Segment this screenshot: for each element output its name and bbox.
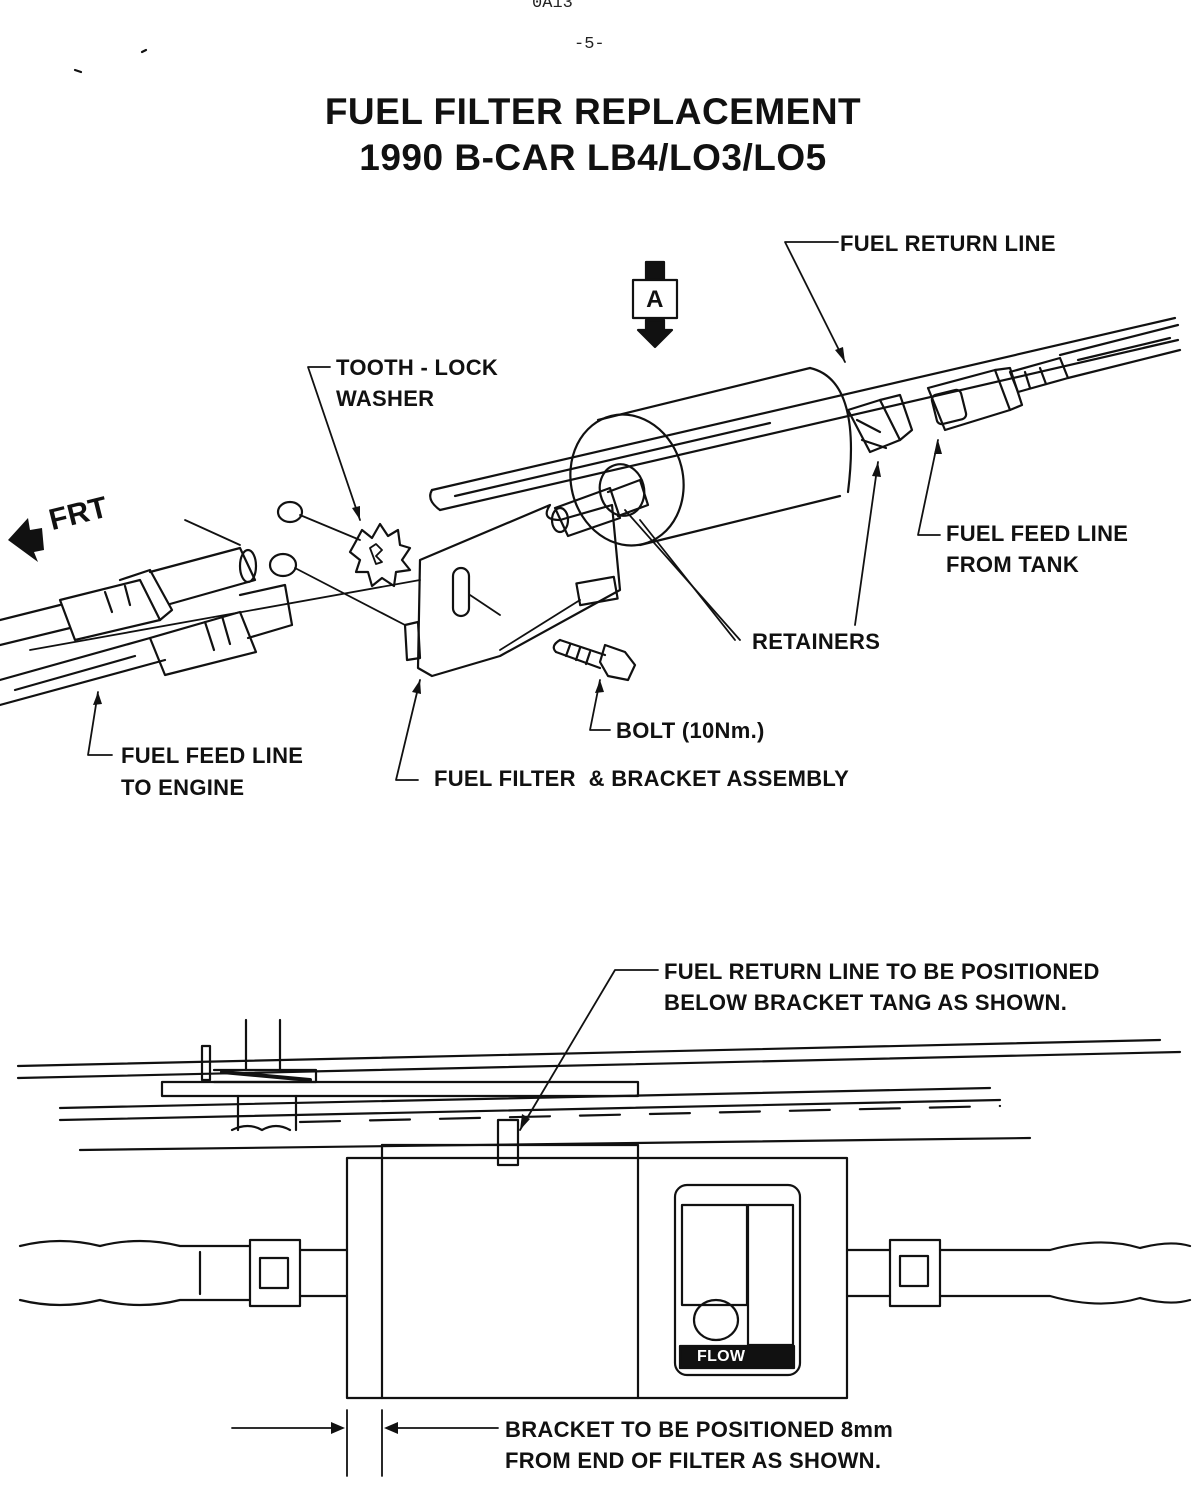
o-ring-lower — [268, 552, 298, 578]
tooth-lock-washer — [348, 522, 412, 588]
fuel-feed-line-from-tank-pipe — [1008, 323, 1182, 394]
document-code: 0A13 — [532, 0, 573, 13]
fuel-filter-canister — [569, 366, 914, 547]
dimension-arrow-left — [331, 1422, 345, 1434]
label-fuel-feed-from-tank-1: FUEL FEED LINE — [946, 521, 1129, 546]
page-title: FUEL FILTER REPLACEMENT — [324, 91, 862, 132]
bottom-right-fuel-line — [845, 1238, 1192, 1308]
fuel-return-line-pipe — [429, 316, 1180, 512]
label-bracket-note-1: BRACKET TO BE POSITIONED 8mm — [505, 1417, 894, 1442]
alignment-lines — [29, 514, 581, 651]
label-filter-bracket-assembly: FUEL FILTER & BRACKET ASSEMBLY — [434, 766, 850, 791]
leader-lines — [87, 241, 941, 781]
tank-side-quick-connector — [926, 366, 1024, 432]
scan-speck — [73, 68, 83, 74]
label-return-line-note-1: FUEL RETURN LINE TO BE POSITIONED — [664, 959, 1100, 984]
fuel-feed-line-to-engine-pipes — [0, 546, 294, 707]
label-return-line-note-2: BELOW BRACKET TANG AS SHOWN. — [664, 990, 1068, 1015]
label-tooth-lock-washer-2: WASHER — [336, 386, 435, 411]
front-direction-arrow — [8, 518, 44, 562]
label-bolt: BOLT (10Nm.) — [616, 718, 765, 743]
label-retainers: RETAINERS — [752, 629, 881, 654]
return-line-note-leader — [519, 969, 659, 1131]
bottom-left-fuel-line — [18, 1238, 349, 1308]
bracket-mounting-stud — [160, 1018, 640, 1132]
dimension-arrow-right — [384, 1422, 398, 1434]
label-fuel-feed-to-engine-2: TO ENGINE — [121, 775, 245, 800]
body-panel-lines — [16, 1038, 1182, 1152]
flow-label-panel — [673, 1183, 802, 1377]
label-fuel-feed-from-tank-2: FROM TANK — [946, 552, 1080, 577]
label-bracket-note-2: FROM END OF FILTER AS SHOWN. — [505, 1448, 882, 1473]
label-fuel-return-line: FUEL RETURN LINE — [840, 231, 1056, 256]
view-a-arrow — [631, 260, 679, 349]
bracket-bolt — [552, 638, 637, 682]
view-marker-label: A — [646, 286, 664, 313]
fuel-filter-side-view — [345, 1118, 849, 1400]
bracket-offset-dimension — [231, 1409, 499, 1477]
filter-bracket — [403, 503, 622, 678]
label-tooth-lock-washer-1: TOOTH - LOCK — [336, 355, 499, 380]
o-ring-upper — [276, 500, 304, 524]
page-subtitle: 1990 B-CAR LB4/LO3/LO5 — [359, 137, 827, 178]
leader-arrowhead — [520, 1114, 530, 1130]
page-number: -5- — [574, 35, 605, 54]
scan-speck — [140, 48, 148, 54]
leader-arrowheads — [93, 347, 942, 705]
label-fuel-feed-to-engine-1: FUEL FEED LINE — [121, 743, 304, 768]
flow-label: FLOW — [697, 1348, 746, 1365]
